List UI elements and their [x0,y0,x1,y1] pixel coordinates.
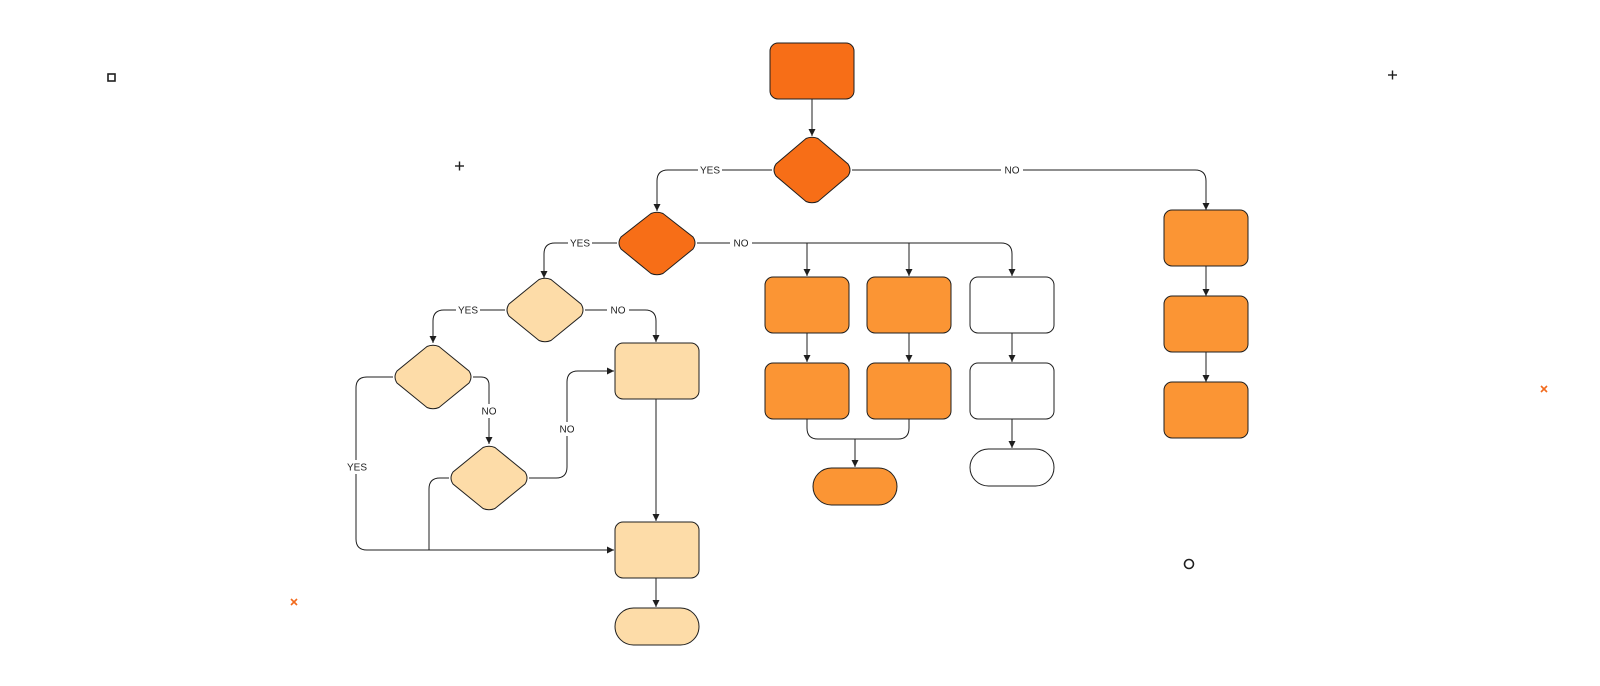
no-label: NO [734,239,749,250]
connector-decision2-yes [540,242,617,278]
connector-decision3-no [585,309,660,342]
right-process-box-1 [1163,209,1249,267]
connector-decision5-yes [428,477,449,550]
middle-process-box-1 [764,276,850,334]
decision-diamond-second [618,211,696,276]
connector-decision1-yes [653,169,772,211]
pale-terminator [614,607,700,646]
connector-decision1-no [852,169,1210,210]
middle-process-box-4 [866,362,952,420]
connectors [355,99,1210,607]
decision-diamond-pale-2 [394,344,472,410]
pale-process-box-1 [614,342,700,400]
start-process-box [769,42,855,100]
white-process-box-1 [969,276,1055,334]
decision-diamond-pale-3 [450,445,528,511]
no-label: NO [560,425,575,436]
yes-label: YES [570,239,590,250]
plus-marker [1388,70,1397,80]
no-label: NO [482,407,497,418]
connector-decision3-yes [429,309,505,343]
middle-process-box-3 [764,362,850,420]
connector-decision4-no [473,376,493,444]
white-terminator [969,448,1055,487]
pale-process-box-2 [614,521,700,579]
square-marker [107,73,116,82]
connector-col1-col2-merge [806,419,910,440]
decision-diamond-top [773,136,851,204]
right-process-box-2 [1163,295,1249,353]
white-process-box-2 [969,362,1055,420]
connector-decision2-no [697,242,1013,275]
right-process-box-3 [1163,381,1249,439]
middle-terminator [812,467,898,506]
shapes [394,42,1249,646]
no-label: NO [611,306,626,317]
yes-label: YES [458,306,478,317]
yes-label: YES [700,166,720,177]
x-marker [290,598,298,606]
middle-process-box-2 [866,276,952,334]
circle-marker [1183,558,1195,570]
plus-marker [455,161,464,171]
decision-diamond-pale-1 [506,277,584,343]
connector-labels: YES NO YES NO YES NO NO YES NO [345,163,1023,474]
no-label: NO [1005,166,1020,177]
yes-label: YES [347,463,367,474]
x-marker [1540,385,1548,393]
